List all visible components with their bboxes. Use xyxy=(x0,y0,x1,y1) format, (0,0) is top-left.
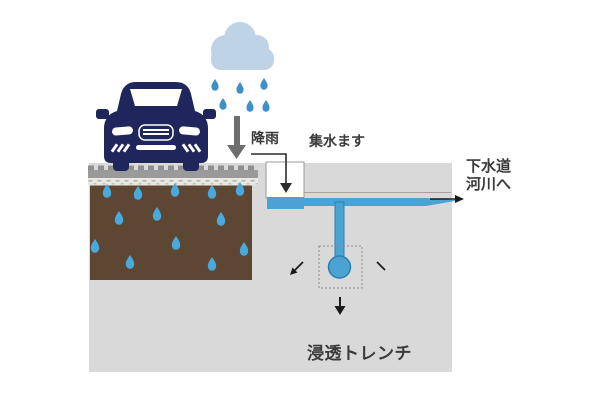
seep-arrow-down-icon xyxy=(334,297,346,315)
catch-basin-label: 集水ます xyxy=(309,133,365,149)
pavement-teeth xyxy=(88,165,258,170)
rain-drop-icon xyxy=(211,79,219,91)
rainfall-label: 降雨 xyxy=(251,130,279,146)
trench-outline xyxy=(318,245,363,289)
seep-arrow-right-icon xyxy=(376,261,390,275)
catch-basin xyxy=(265,161,305,199)
car-grille-stripe xyxy=(143,133,169,135)
infiltration-pipe xyxy=(334,201,345,259)
inflow-arrow-icon xyxy=(251,153,292,193)
rain-drop-icon xyxy=(262,100,270,112)
rain-drop-icon xyxy=(219,98,227,110)
outflow-label-line1: 下水道 xyxy=(466,158,512,175)
pavement-band xyxy=(88,170,258,178)
car-headlight-right xyxy=(179,126,200,136)
car-mirror-left xyxy=(96,109,109,119)
drain-pipe xyxy=(304,198,426,206)
car-headlight-left xyxy=(112,126,133,136)
drain-pipe-outlet xyxy=(426,198,458,206)
cloud-rain-drops xyxy=(211,78,270,112)
car-bumper-hatches xyxy=(110,143,202,153)
permeable-pavement xyxy=(88,165,258,186)
car-wheel-left xyxy=(113,159,129,171)
rain-cloud-icon xyxy=(211,22,274,70)
car-wheel-right xyxy=(183,159,199,171)
car-bumper-bar xyxy=(136,145,176,150)
seep-arrow-left-icon xyxy=(290,261,304,275)
soil-block xyxy=(90,185,252,280)
car-grille-stripe xyxy=(143,129,169,131)
rain-drop-icon xyxy=(246,100,254,112)
gravel-layer xyxy=(88,178,258,186)
trench-label: 浸透トレンチ xyxy=(307,344,412,363)
car-mirror-right xyxy=(203,109,216,119)
water-system xyxy=(267,197,458,279)
outflow-arrow-icon xyxy=(430,195,464,203)
car-icon xyxy=(96,82,216,171)
car-windshield xyxy=(130,89,182,106)
trench-pipe-section xyxy=(327,255,352,279)
rainfall-arrow-icon xyxy=(227,116,246,159)
rain-drop-icon xyxy=(260,78,268,90)
outflow-label: 下水道 河川へ xyxy=(466,158,511,194)
rain-drop-icon xyxy=(236,82,244,94)
car-grille xyxy=(138,124,174,141)
car-body xyxy=(104,82,208,163)
outflow-label-line2: 河川へ xyxy=(466,176,512,193)
catch-basin-water xyxy=(267,197,304,209)
